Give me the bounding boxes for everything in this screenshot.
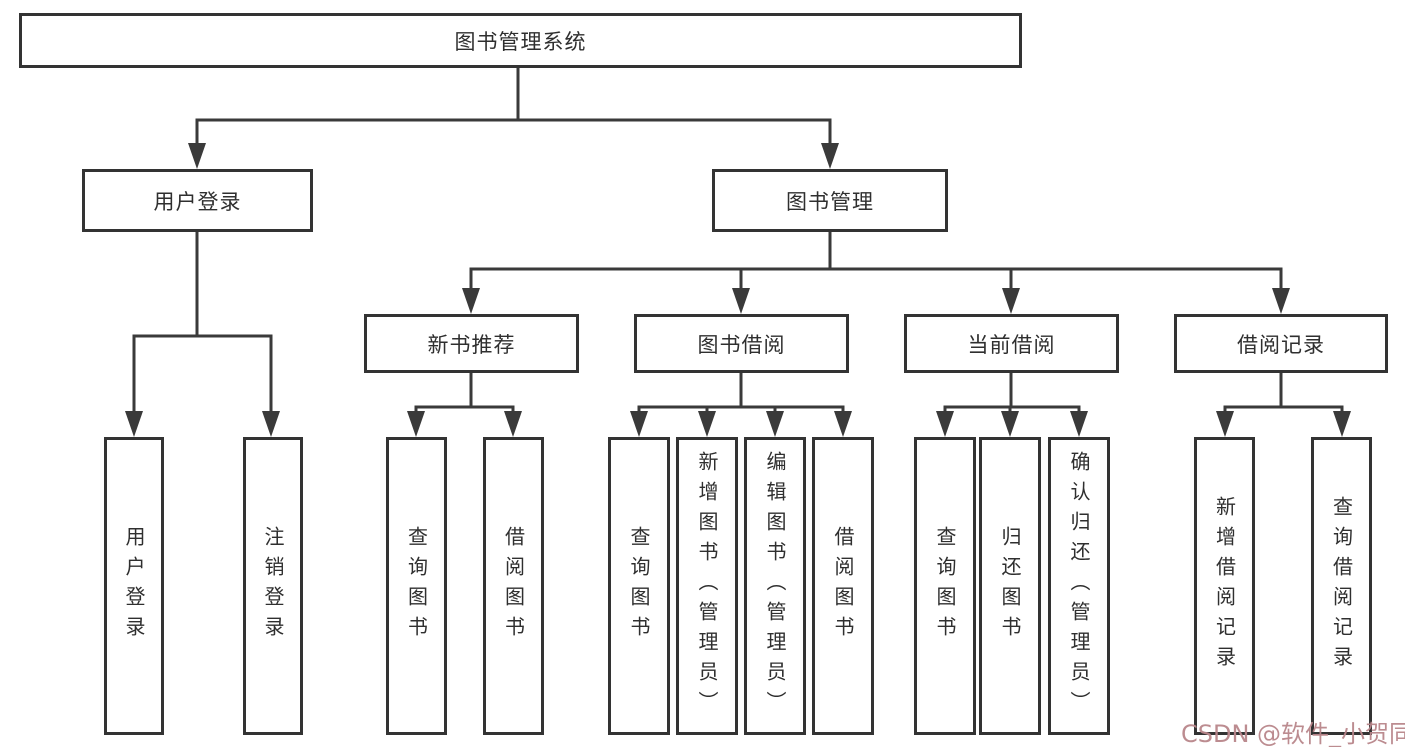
node-label: 用户登录: [153, 189, 242, 214]
node-label: 新书推荐: [427, 332, 516, 357]
leaf-borrow-books: 借阅图书: [812, 437, 874, 735]
node-book-management: 图书管理: [712, 169, 948, 232]
node-label: 当前借阅: [967, 332, 1056, 357]
node-label: 用户登录: [122, 526, 146, 646]
node-label: 编辑图书（管理员）: [763, 451, 787, 721]
node-label: 注销登录: [261, 526, 285, 646]
leaf-query-books-current: 查询图书: [914, 437, 976, 735]
leaf-add-books-admin: 新增图书（管理员）: [676, 437, 738, 735]
leaf-confirm-return-admin: 确认归还（管理员）: [1048, 437, 1110, 735]
leaf-user-login: 用户登录: [104, 437, 164, 735]
node-label: 归还图书: [998, 526, 1022, 646]
node-label: 新增借阅记录: [1212, 496, 1237, 676]
leaf-edit-books-admin: 编辑图书（管理员）: [744, 437, 806, 735]
node-label: 借阅图书: [831, 526, 855, 646]
node-label: 查询借阅记录: [1329, 496, 1354, 676]
leaf-query-books-borrow: 查询图书: [608, 437, 670, 735]
node-label: 图书借阅: [697, 332, 786, 357]
leaf-query-books-recommend: 查询图书: [386, 437, 447, 735]
leaf-borrow-books-recommend: 借阅图书: [483, 437, 544, 735]
node-label: 查询图书: [627, 526, 651, 646]
leaf-query-borrow-record: 查询借阅记录: [1311, 437, 1372, 735]
leaf-return-books: 归还图书: [979, 437, 1041, 735]
arrowheads: [125, 143, 1351, 437]
node-book-borrow: 图书借阅: [634, 314, 849, 373]
node-label: 图书管理系统: [454, 29, 587, 54]
node-label: 借阅记录: [1237, 332, 1325, 357]
node-label: 新增图书（管理员）: [695, 451, 719, 721]
node-current-borrow: 当前借阅: [904, 314, 1119, 373]
node-new-book-recommend: 新书推荐: [364, 314, 579, 373]
node-label: 图书管理: [786, 189, 874, 214]
node-label: 借阅图书: [501, 526, 526, 646]
node-label: 查询图书: [404, 526, 429, 646]
node-label: 查询图书: [933, 526, 957, 646]
node-borrow-records: 借阅记录: [1174, 314, 1388, 373]
csdn-watermark: CSDN @软件_小贺同学: [1181, 720, 1405, 747]
leaf-logout-login: 注销登录: [243, 437, 303, 735]
node-user-login: 用户登录: [82, 169, 313, 232]
leaf-add-borrow-record: 新增借阅记录: [1194, 437, 1255, 735]
node-library-management-system: 图书管理系统: [19, 13, 1022, 68]
node-label: 确认归还（管理员）: [1067, 451, 1091, 721]
